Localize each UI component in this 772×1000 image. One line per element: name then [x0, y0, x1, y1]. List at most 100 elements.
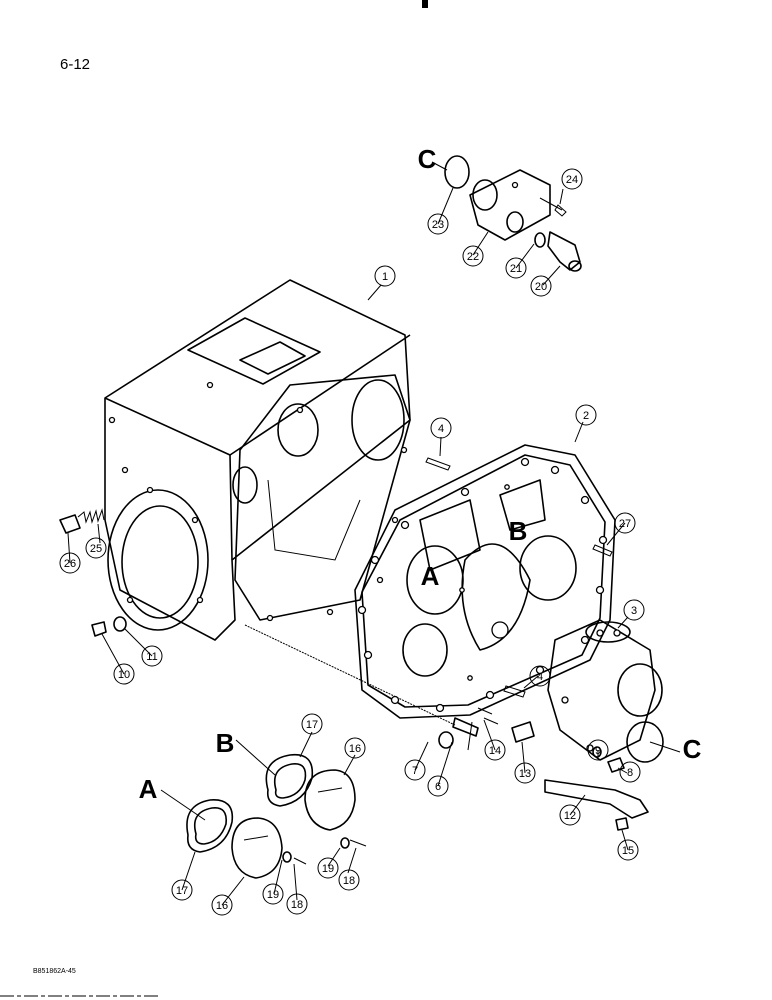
callout-19-a: 19 — [262, 883, 284, 905]
view-letter-b-plate: B — [509, 516, 528, 546]
svg-text:1: 1 — [382, 271, 388, 283]
nut-part-8 — [607, 757, 625, 773]
callout-6: 6 — [427, 775, 449, 797]
callout-11: 11 — [141, 645, 163, 667]
callout-8: 8 — [619, 761, 641, 783]
svg-text:9: 9 — [595, 745, 601, 757]
washer-part-21 — [534, 232, 546, 248]
callout-7: 7 — [404, 759, 426, 781]
svg-text:19: 19 — [267, 889, 279, 901]
cap-part-16-b — [304, 769, 356, 831]
view-letter-c-top: C — [418, 144, 437, 174]
callout-20: 20 — [530, 275, 552, 297]
svg-text:20: 20 — [535, 281, 547, 293]
svg-text:18: 18 — [291, 899, 303, 911]
gasket-part-13 — [511, 721, 535, 743]
screw-part-10 — [91, 621, 107, 637]
callout-22: 22 — [462, 245, 484, 267]
callout-18-b: 18 — [338, 869, 360, 891]
svg-text:25: 25 — [90, 543, 102, 555]
callout-10: 10 — [113, 663, 135, 685]
cap-part-16-a — [231, 817, 283, 879]
callout-2: 2 — [575, 404, 597, 426]
callout-17-b: 17 — [301, 713, 323, 735]
svg-text:21: 21 — [510, 263, 522, 275]
view-letter-a-plate: A — [421, 561, 440, 591]
callout-24: 24 — [561, 168, 583, 190]
pump-housing-part-3 — [547, 619, 664, 763]
lever-part-12 — [544, 779, 649, 819]
plug-part-26 — [59, 514, 81, 534]
callout-12: 12 — [559, 804, 581, 826]
svg-text:16: 16 — [216, 900, 228, 912]
callout-13: 13 — [514, 762, 536, 784]
svg-text:4: 4 — [537, 671, 543, 683]
elbow-fitting-part-20 — [547, 231, 582, 272]
washer-part-19-a — [282, 851, 292, 863]
screw-part-24 — [539, 197, 567, 217]
svg-text:8: 8 — [627, 767, 633, 779]
o-ring-part-23 — [444, 155, 470, 189]
svg-text:18: 18 — [343, 875, 355, 887]
bolt-part-6 — [452, 717, 479, 737]
svg-text:7: 7 — [412, 765, 418, 777]
top-edge-mark — [422, 0, 428, 8]
dowel-pin-part-4-lower — [503, 685, 526, 698]
svg-text:19: 19 — [322, 863, 334, 875]
svg-text:12: 12 — [564, 810, 576, 822]
washer-part-11 — [113, 616, 127, 632]
callout-4-lower: 4 — [529, 665, 551, 687]
callout-23: 23 — [427, 213, 449, 235]
view-letter-b-inset: B — [216, 728, 235, 758]
svg-text:23: 23 — [432, 219, 444, 231]
svg-text:15: 15 — [622, 845, 634, 857]
washer-part-19-b — [340, 837, 350, 849]
pin-part-27 — [592, 544, 613, 557]
pins-part-14 — [477, 707, 499, 725]
callout-16-b: 16 — [344, 737, 366, 759]
svg-text:17: 17 — [306, 719, 318, 731]
dowel-pin-part-4 — [425, 457, 451, 471]
svg-text:14: 14 — [489, 745, 501, 757]
view-letter-a-inset: A — [139, 774, 158, 804]
callout-16-a: 16 — [211, 894, 233, 916]
housing-part-1 — [104, 279, 456, 726]
svg-text:26: 26 — [64, 558, 76, 570]
svg-text:11: 11 — [146, 651, 157, 663]
svg-text:22: 22 — [467, 251, 479, 263]
callout-14: 14 — [484, 739, 506, 761]
svg-text:27: 27 — [619, 518, 631, 530]
svg-text:24: 24 — [566, 174, 578, 186]
seal-part-17-a — [186, 799, 234, 853]
page-number: 6-12 — [60, 56, 91, 73]
callout-18-a: 18 — [286, 893, 308, 915]
view-letter-c-pump: C — [683, 734, 702, 764]
callout-3: 3 — [623, 599, 645, 621]
svg-text:4: 4 — [438, 423, 444, 435]
nut-part-15 — [615, 817, 629, 831]
svg-text:6: 6 — [435, 781, 441, 793]
svg-text:17: 17 — [176, 885, 188, 897]
valve-block-part-22 — [469, 169, 551, 241]
leader-lines — [67, 161, 681, 906]
callout-25: 25 — [85, 537, 107, 559]
svg-text:13: 13 — [519, 768, 531, 780]
washer-part-9 — [592, 746, 602, 758]
callout-17-a: 17 — [171, 879, 193, 901]
svg-text:2: 2 — [583, 410, 589, 422]
svg-text:16: 16 — [349, 743, 361, 755]
callout-4-upper: 4 — [430, 417, 452, 439]
callout-15: 15 — [617, 839, 639, 861]
callout-26: 26 — [59, 552, 81, 574]
callout-1: 1 — [374, 265, 396, 287]
reference-code: B851862A-45 — [33, 968, 76, 975]
callout-9: 9 — [587, 739, 609, 761]
callout-27: 27 — [614, 512, 636, 534]
washer-part-7 — [438, 731, 454, 749]
screw-part-18-b — [349, 839, 367, 847]
spring-part-25 — [77, 508, 105, 524]
svg-text:3: 3 — [631, 605, 637, 617]
callout-21: 21 — [505, 257, 527, 279]
callout-19-b: 19 — [317, 857, 339, 879]
